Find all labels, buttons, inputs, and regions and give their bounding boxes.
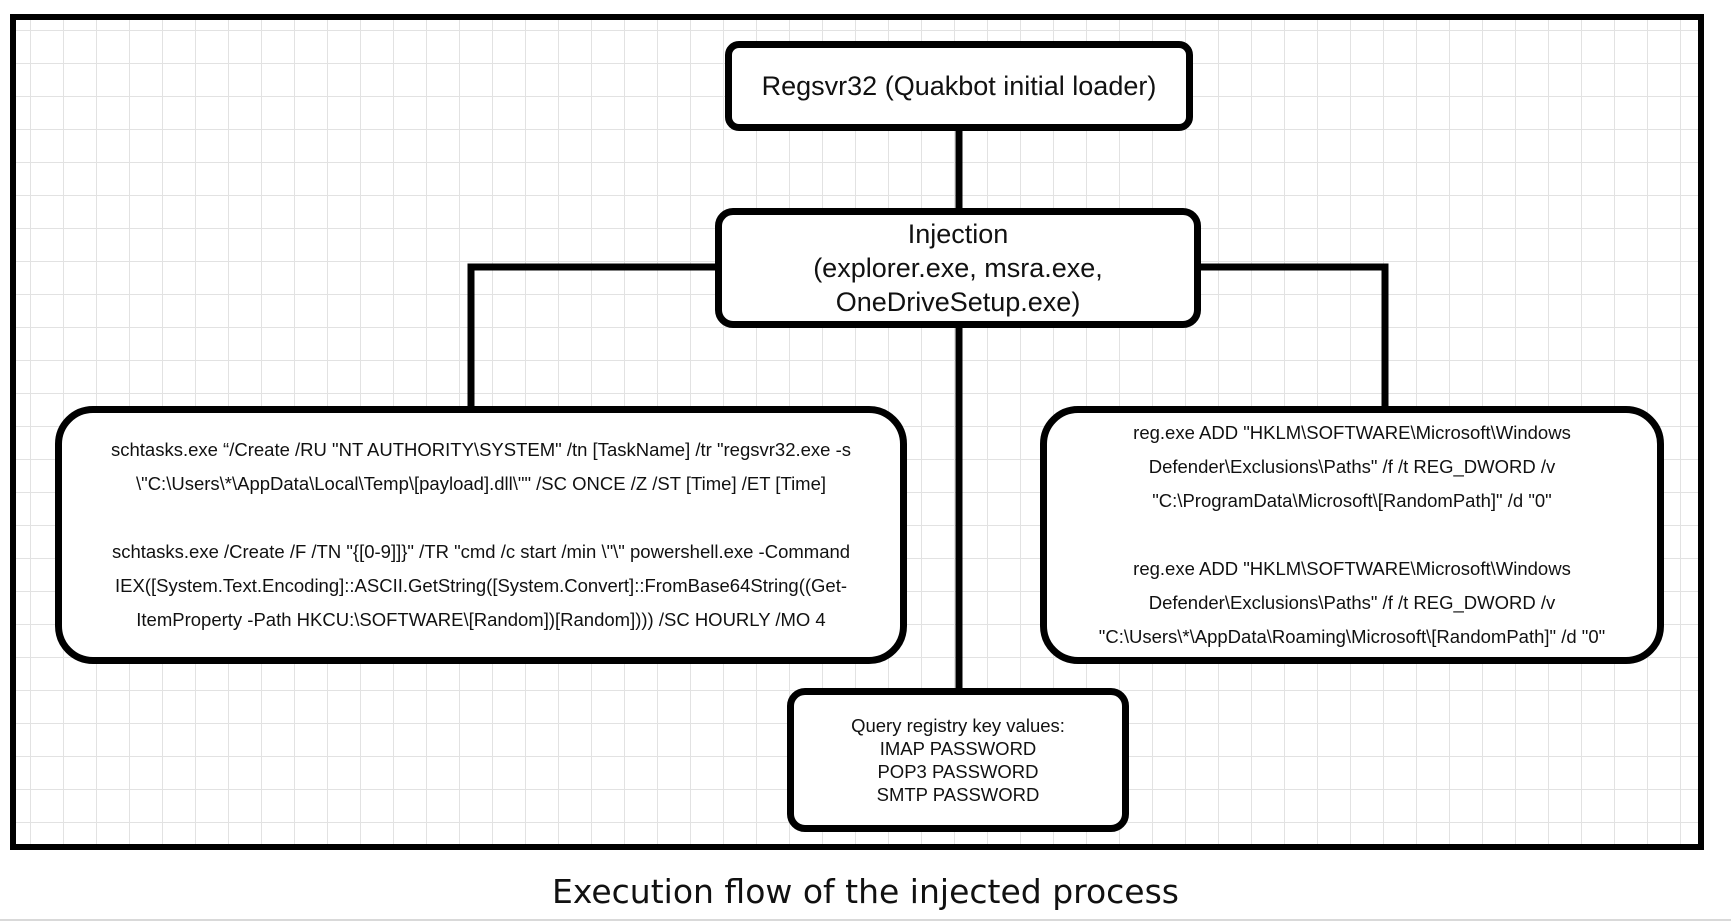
injection-targets-line-1: (explorer.exe, msra.exe, [813, 253, 1103, 283]
schtasks-cmd1-line-1: schtasks.exe “/Create /RU "NT AUTHORITY\… [110, 439, 852, 460]
query-smtp-password: SMTP PASSWORD [876, 784, 1040, 805]
query-pop3-password: POP3 PASSWORD [877, 761, 1039, 782]
node-injection: Injection (explorer.exe, msra.exe, OneDr… [715, 208, 1201, 328]
reg-cmd2-line-2: Defender\Exclusions\Paths" /f /t REG_DWO… [1148, 592, 1556, 613]
schtasks-cmd2-line-1: schtasks.exe /Create /F /TN "{[0-9]]}" /… [111, 541, 851, 562]
node-scheduled-tasks: schtasks.exe “/Create /RU "NT AUTHORITY\… [55, 406, 907, 664]
footer-divider [0, 919, 1731, 921]
schtasks-cmd2-line-2: IEX([System.Text.Encoding]::ASCII.GetStr… [114, 575, 848, 596]
node-registry-exclusions: reg.exe ADD "HKLM\SOFTWARE\Microsoft\Win… [1040, 406, 1664, 664]
injection-targets-line-2: OneDriveSetup.exe) [835, 287, 1081, 317]
figure-caption: Execution flow of the injected process [551, 872, 1180, 911]
query-imap-password: IMAP PASSWORD [879, 738, 1037, 759]
reg-cmd1-line-1: reg.exe ADD "HKLM\SOFTWARE\Microsoft\Win… [1133, 422, 1571, 443]
node-quakbot-loader-label: Regsvr32 (Quakbot initial loader) [761, 70, 1157, 101]
node-quakbot-loader: Regsvr32 (Quakbot initial loader) [725, 41, 1193, 131]
reg-cmd1-line-2: Defender\Exclusions\Paths" /f /t REG_DWO… [1148, 456, 1556, 477]
injection-title: Injection [907, 219, 1009, 249]
query-title: Query registry key values: [851, 715, 1065, 736]
reg-cmd2-line-3: "C:\Users\*\AppData\Roaming\Microsoft\[R… [1098, 626, 1606, 647]
schtasks-cmd1-line-2: \"C:\Users\*\AppData\Local\Temp\[payload… [135, 473, 827, 494]
schtasks-cmd2-line-3: ItemProperty -Path HKCU:\SOFTWARE\[Rando… [136, 609, 826, 630]
node-query-registry: Query registry key values: IMAP PASSWORD… [787, 688, 1129, 832]
reg-cmd2-line-1: reg.exe ADD "HKLM\SOFTWARE\Microsoft\Win… [1133, 558, 1571, 579]
reg-cmd1-line-3: "C:\ProgramData\Microsoft\[RandomPath]" … [1152, 490, 1552, 511]
